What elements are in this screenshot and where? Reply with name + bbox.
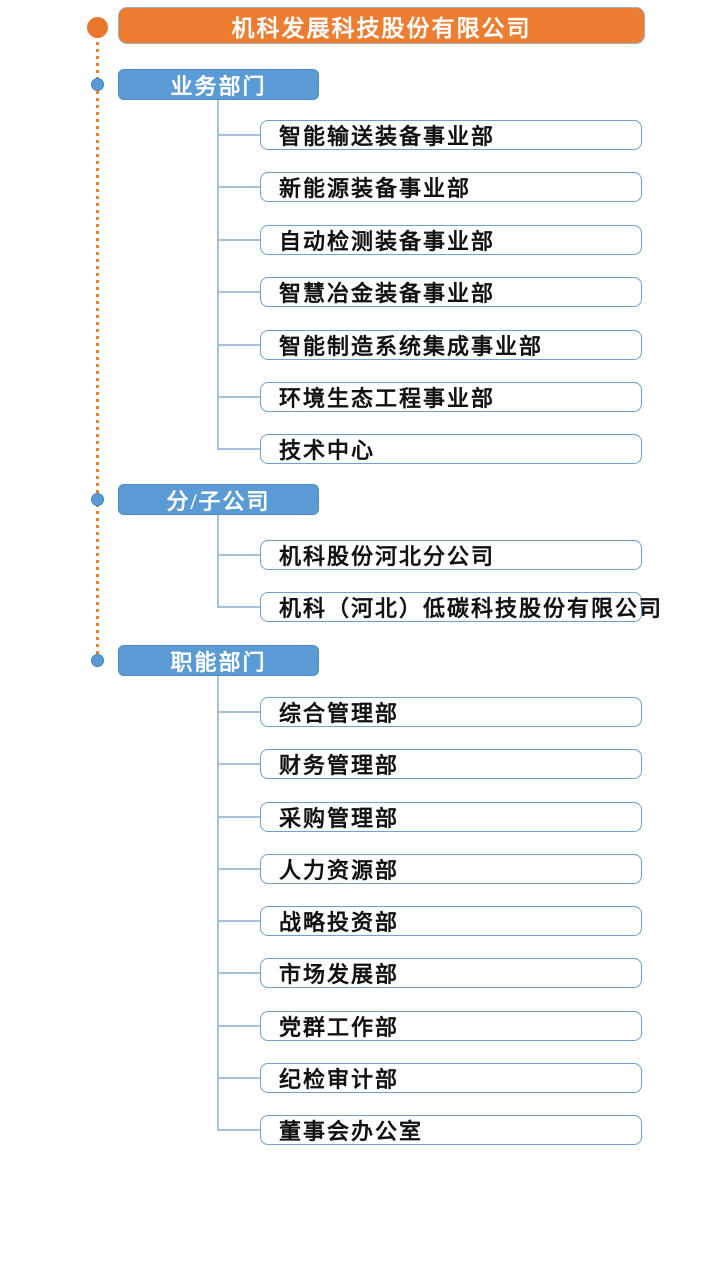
connector-branch: [217, 816, 260, 818]
connector-branch: [217, 448, 260, 450]
org-unit-label: 环境生态工程事业部: [279, 386, 496, 411]
spine-dotted-line: [96, 28, 99, 661]
root-node-bullet: [87, 17, 108, 38]
org-unit-box: 市场发展部: [260, 958, 642, 988]
connector-branch: [217, 763, 260, 765]
org-unit-box: 战略投资部: [260, 906, 642, 936]
connector-branch: [217, 1025, 260, 1027]
connector-branch: [217, 868, 260, 870]
org-unit-box: 董事会办公室: [260, 1115, 642, 1145]
org-unit-box: 机科（河北）低碳科技股份有限公司: [260, 592, 661, 622]
connector-branch: [217, 344, 260, 346]
connector-branch: [217, 239, 260, 241]
connector-branch: [217, 1129, 260, 1131]
section-header-business-departments: 业务部门: [118, 69, 319, 100]
connector-branch: [217, 291, 260, 293]
section-bullet-business: [91, 78, 104, 91]
section-bullet-functional: [91, 654, 104, 667]
org-unit-box: 环境生态工程事业部: [260, 382, 642, 412]
connector-branch: [217, 972, 260, 974]
connector-branch: [217, 134, 260, 136]
org-unit-label: 机科股份河北分公司: [279, 544, 496, 569]
org-unit-box: 智慧冶金装备事业部: [260, 277, 642, 307]
org-unit-box: 综合管理部: [260, 697, 642, 727]
org-unit-box: 党群工作部: [260, 1011, 642, 1041]
connector-branch: [217, 396, 260, 398]
org-unit-label: 人力资源部: [279, 858, 400, 883]
org-unit-box: 机科股份河北分公司: [260, 540, 642, 570]
org-unit-box: 智能输送装备事业部: [260, 120, 642, 150]
org-unit-box: 新能源装备事业部: [260, 172, 642, 202]
org-unit-label: 战略投资部: [279, 910, 400, 935]
connector-branch: [217, 186, 260, 188]
org-unit-label: 机科（河北）低碳科技股份有限公司: [279, 596, 664, 621]
connector-trunk: [217, 515, 219, 608]
org-unit-label: 新能源装备事业部: [279, 176, 472, 201]
connector-branch: [217, 920, 260, 922]
org-unit-label: 综合管理部: [279, 701, 400, 726]
org-unit-box: 纪检审计部: [260, 1063, 642, 1093]
org-unit-box: 财务管理部: [260, 749, 642, 779]
org-unit-label: 市场发展部: [279, 962, 400, 987]
section-bullet-subsidiaries: [91, 493, 104, 506]
org-unit-box: 人力资源部: [260, 854, 642, 884]
section-header-label: 职能部门: [170, 649, 267, 675]
company-name: 机科发展科技股份有限公司: [231, 15, 532, 41]
section-header-functional-departments: 职能部门: [118, 645, 319, 676]
org-unit-label: 智能制造系统集成事业部: [279, 334, 544, 359]
section-header-subsidiaries: 分/子公司: [118, 484, 319, 515]
connector-branch: [217, 711, 260, 713]
org-unit-box: 智能制造系统集成事业部: [260, 330, 642, 360]
org-unit-label: 党群工作部: [279, 1015, 400, 1040]
section-header-label: 业务部门: [170, 73, 267, 99]
company-name-box: 机科发展科技股份有限公司: [118, 7, 645, 44]
org-unit-box: 采购管理部: [260, 802, 642, 832]
connector-branch: [217, 606, 260, 608]
section-header-label: 分/子公司: [166, 488, 271, 514]
connector-trunk: [217, 676, 219, 1131]
org-unit-label: 智慧冶金装备事业部: [279, 281, 496, 306]
connector-branch: [217, 1077, 260, 1079]
org-unit-label: 智能输送装备事业部: [279, 124, 496, 149]
org-unit-label: 自动检测装备事业部: [279, 229, 496, 254]
org-unit-label: 采购管理部: [279, 806, 400, 831]
org-unit-label: 董事会办公室: [279, 1119, 424, 1144]
org-unit-box: 技术中心: [260, 434, 642, 464]
org-unit-box: 自动检测装备事业部: [260, 225, 642, 255]
connector-trunk: [217, 100, 219, 450]
org-unit-label: 财务管理部: [279, 753, 400, 778]
org-unit-label: 技术中心: [279, 438, 376, 463]
org-unit-label: 纪检审计部: [279, 1067, 400, 1092]
connector-branch: [217, 554, 260, 556]
